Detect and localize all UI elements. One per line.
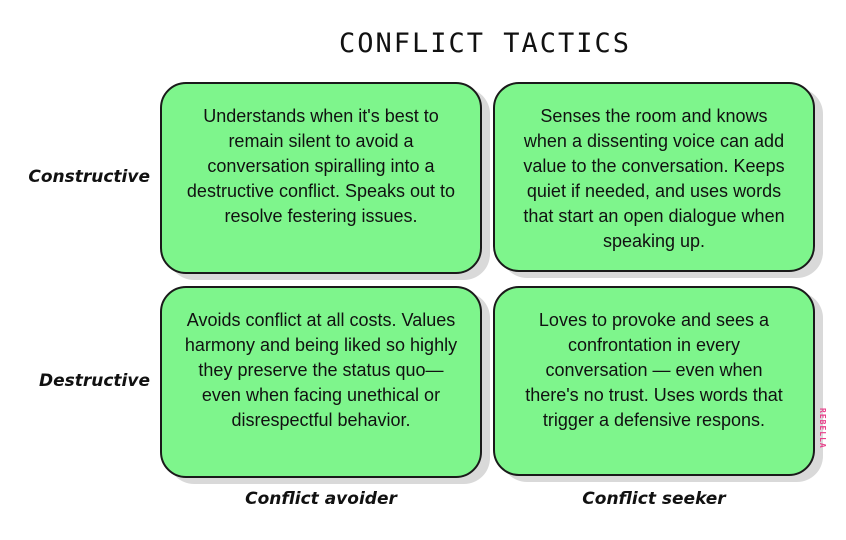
cell-constructive-seeker: Senses the room and knows when a dissent… (493, 82, 815, 272)
cell-text: Loves to provoke and sees a confrontatio… (525, 310, 783, 430)
cell-destructive-seeker: Loves to provoke and sees a confrontatio… (493, 286, 815, 476)
cell-text: Understands when it's best to remain sil… (186, 106, 456, 226)
cell-text: Senses the room and knows when a dissent… (523, 106, 785, 251)
brand-watermark: REBELLA (818, 408, 827, 449)
column-label-seeker: Conflict seeker (582, 489, 726, 509)
cell-text: Avoids conflict at all costs. Values har… (184, 310, 458, 430)
column-label-avoider: Conflict avoider (245, 489, 397, 509)
cell-destructive-avoider: Avoids conflict at all costs. Values har… (160, 286, 482, 478)
row-label-destructive: Destructive (38, 371, 150, 391)
row-label-constructive: Constructive (28, 167, 150, 187)
cell-constructive-avoider: Understands when it's best to remain sil… (160, 82, 482, 274)
diagram-title: CONFLICT TACTICS (338, 28, 632, 59)
